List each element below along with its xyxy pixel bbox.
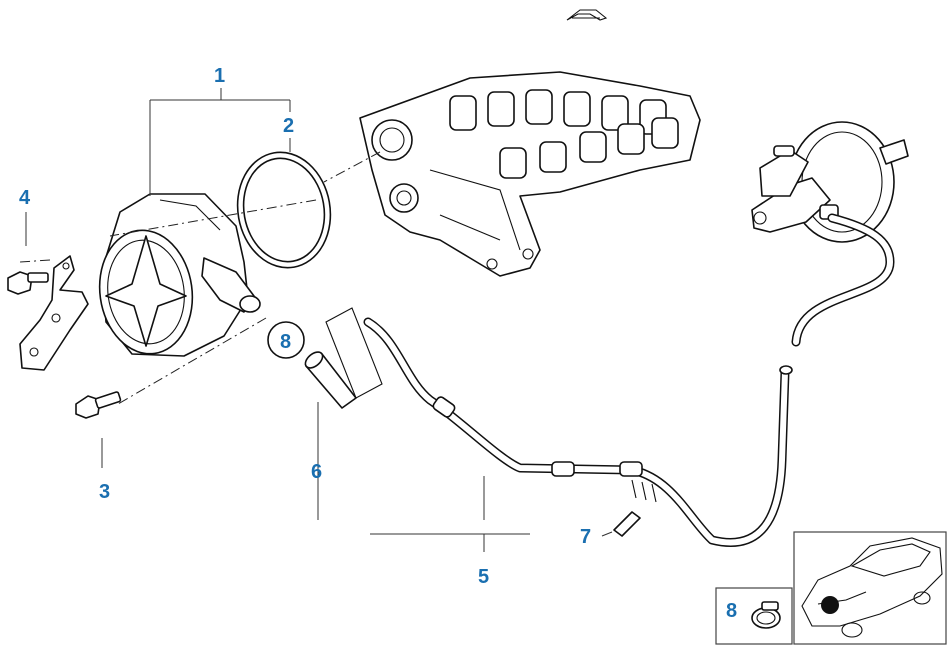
- booster-hose: [791, 213, 895, 347]
- bolt-upper: [7, 271, 49, 295]
- callout-4: 4: [19, 187, 31, 209]
- hose-piece: [304, 307, 383, 409]
- vacuum-pump: [98, 193, 261, 357]
- car-thumbnail: [801, 537, 943, 638]
- clip-part: [613, 511, 641, 537]
- leader-lines: [25, 88, 613, 552]
- callout-5: 5: [478, 566, 489, 588]
- callout-7: 7: [580, 526, 591, 548]
- part-8-circle: [267, 321, 305, 359]
- bolt-lower: [75, 391, 122, 419]
- engine-cylinder-head: [359, 71, 701, 277]
- callout-1: 1: [214, 65, 225, 87]
- bracket: [19, 255, 89, 371]
- gasket-ring: [236, 151, 332, 269]
- inset-callout-8: 8: [726, 600, 737, 622]
- location-marker: [821, 596, 839, 614]
- vacuum-line: [363, 317, 793, 547]
- callout-2: 2: [283, 115, 294, 137]
- alignment-lines: [19, 151, 381, 405]
- inset-car-box: [793, 531, 947, 645]
- callout-6: 6: [311, 461, 322, 483]
- hose-clamp-part: [751, 601, 781, 629]
- callout-8: 8: [280, 331, 291, 353]
- brake-booster: [751, 121, 909, 243]
- inset-clamp-box: 8: [715, 587, 793, 645]
- callout-3: 3: [99, 481, 110, 503]
- top-fragment: [566, 9, 608, 21]
